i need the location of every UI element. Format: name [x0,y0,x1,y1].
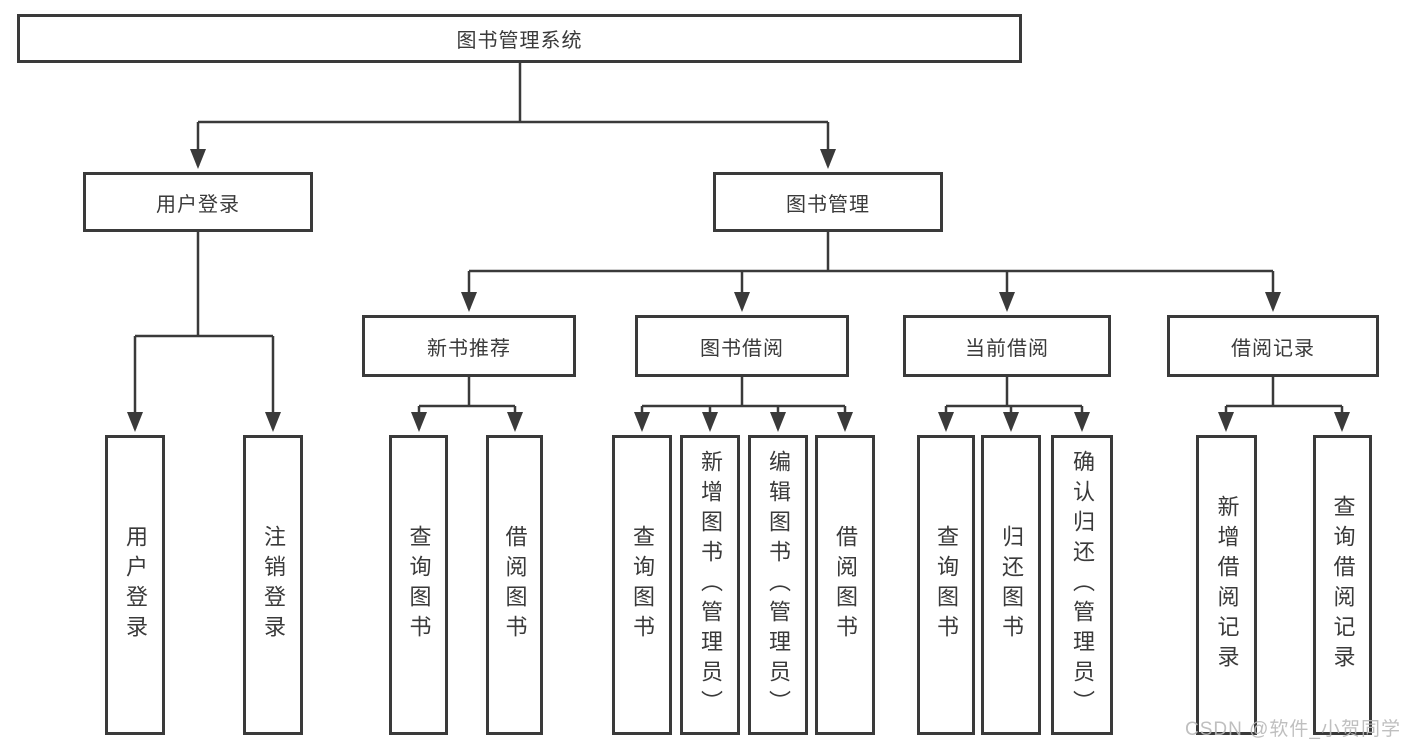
node-book-borrowing-label: 图书借阅 [700,337,784,360]
csdn-watermark: CSDN @软件_小贺同学 [1185,719,1401,740]
node-leaf-logout: 注销登录 [243,435,303,735]
node-leaf-cb-confirm-return-admin-label: 确认归还（管理员） [1070,450,1095,720]
node-leaf-nbr-query-books: 查询图书 [389,435,448,735]
node-leaf-nbr-query-books-label: 查询图书 [406,525,432,645]
node-leaf-user-login-label: 用户登录 [123,525,148,645]
node-leaf-bb-query-books: 查询图书 [612,435,672,735]
node-leaf-cb-confirm-return-admin: 确认归还（管理员） [1051,435,1113,735]
node-leaf-logout-label: 注销登录 [261,525,286,645]
node-user-login: 用户登录 [83,172,313,232]
node-leaf-user-login: 用户登录 [105,435,165,735]
node-root: 图书管理系统 [17,14,1022,63]
node-leaf-bb-borrow-books: 借阅图书 [815,435,875,735]
node-leaf-cb-query-books: 查询图书 [917,435,975,735]
node-leaf-nbr-borrow-books-label: 借阅图书 [502,525,528,645]
node-borrowing-records-label: 借阅记录 [1231,337,1315,360]
node-leaf-bb-edit-books-admin-label: 编辑图书（管理员） [766,450,791,720]
node-book-management-label: 图书管理 [786,193,870,216]
node-leaf-br-query-record: 查询借阅记录 [1313,435,1372,735]
node-leaf-bb-add-books-admin: 新增图书（管理员） [680,435,740,735]
node-root-label: 图书管理系统 [456,30,583,52]
node-leaf-br-add-record-label: 新增借阅记录 [1214,495,1240,675]
node-leaf-bb-add-books-admin-label: 新增图书（管理员） [698,450,723,720]
node-book-borrowing: 图书借阅 [635,315,849,377]
node-leaf-br-query-record-label: 查询借阅记录 [1330,495,1356,675]
node-current-borrowing-label: 当前借阅 [965,337,1049,360]
node-leaf-nbr-borrow-books: 借阅图书 [486,435,543,735]
node-borrowing-records: 借阅记录 [1167,315,1379,377]
node-new-book-recommend-label: 新书推荐 [427,337,511,360]
node-current-borrowing: 当前借阅 [903,315,1111,377]
node-leaf-bb-query-books-label: 查询图书 [630,525,655,645]
node-book-management: 图书管理 [713,172,943,232]
node-leaf-bb-borrow-books-label: 借阅图书 [833,525,858,645]
node-leaf-br-add-record: 新增借阅记录 [1196,435,1257,735]
node-user-login-label: 用户登录 [156,193,240,216]
node-leaf-cb-return-books: 归还图书 [981,435,1041,735]
node-new-book-recommend: 新书推荐 [362,315,576,377]
node-leaf-cb-return-books-label: 归还图书 [999,525,1024,645]
node-leaf-cb-query-books-label: 查询图书 [934,525,959,645]
node-leaf-bb-edit-books-admin: 编辑图书（管理员） [748,435,808,735]
